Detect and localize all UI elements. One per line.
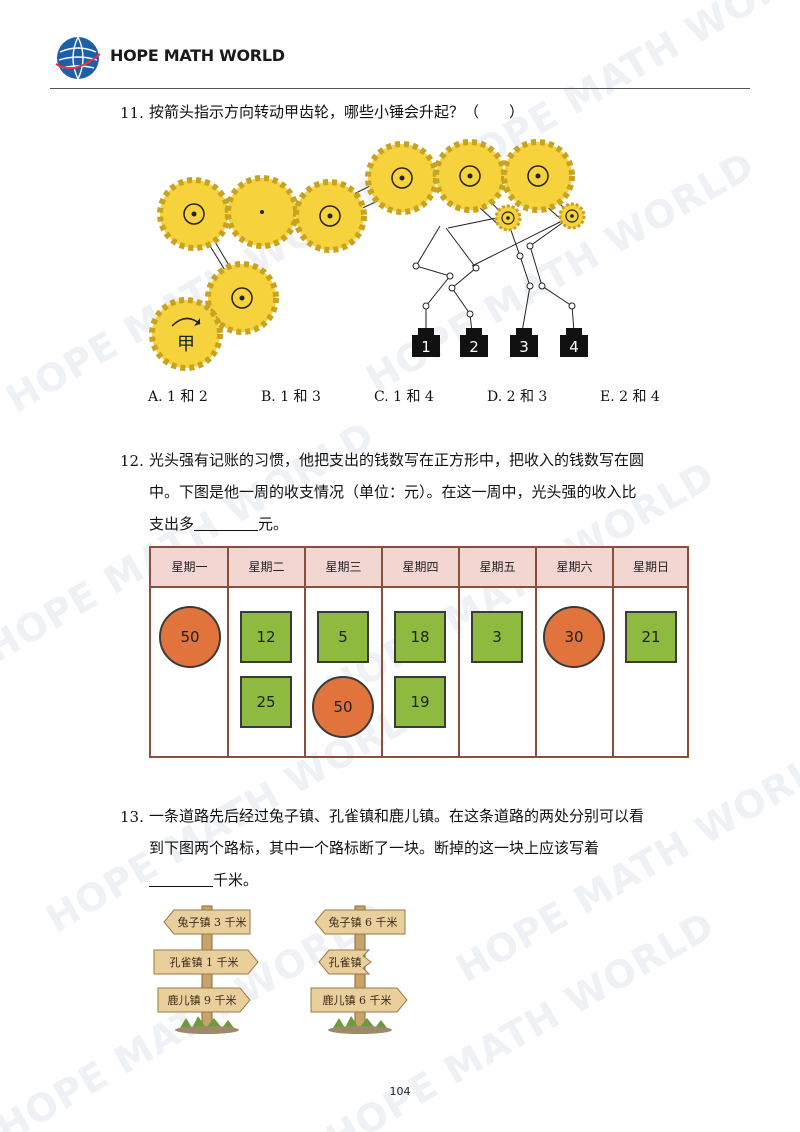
weight-2-label: 2 xyxy=(469,338,479,356)
page-header: HOPE MATH WORLD xyxy=(50,28,750,88)
day-header: 星期五 xyxy=(479,560,516,574)
q12-line3: 支出多 元。 xyxy=(149,508,288,540)
q13-answer-blank[interactable] xyxy=(149,869,213,887)
column-divider xyxy=(612,548,614,756)
income-circle: 50 xyxy=(159,606,221,668)
option-e[interactable]: E. 2 和 4 xyxy=(600,389,660,405)
page-number: 104 xyxy=(389,1085,411,1098)
column-divider xyxy=(381,548,383,756)
q11-text: 按箭头指示方向转动甲齿轮，哪些小锤会升起？（ ） xyxy=(149,103,525,121)
q12-line3-post: 元。 xyxy=(258,515,289,533)
column-divider xyxy=(227,548,229,756)
weekly-ledger-table: 星期一 星期二 星期三 星期四 星期五 星期六 星期日 50 12 25 5 5… xyxy=(149,546,689,758)
income-circle: 50 xyxy=(312,676,374,738)
option-b[interactable]: B. 1 和 3 xyxy=(261,389,321,405)
signpost-2: 兔子镇 6 千米 孔雀镇 鹿儿镇 6 千米 xyxy=(310,905,408,1034)
sign2-deer-town: 鹿儿镇 6 千米 xyxy=(323,993,392,1007)
gear-jia-label: 甲 xyxy=(177,334,195,355)
q12-line1: 光头强有记账的习惯，他把支出的钱数写在正方形中，把收入的钱数写在圆 xyxy=(149,451,645,469)
expense-square: 12 xyxy=(240,611,292,663)
q13-line2: 到下图两个路标，其中一个路标断了一块。断掉的这一块上应该写着 xyxy=(149,839,600,857)
expense-square: 19 xyxy=(394,676,446,728)
day-header: 星期一 xyxy=(171,560,208,574)
day-header: 星期六 xyxy=(556,560,593,574)
option-d[interactable]: D. 2 和 3 xyxy=(487,389,548,405)
header-divider xyxy=(50,88,750,89)
expense-square: 3 xyxy=(471,611,523,663)
q13-number: 13. xyxy=(120,808,144,826)
expense-square: 18 xyxy=(394,611,446,663)
q13-line1: 一条道路先后经过兔子镇、孔雀镇和鹿儿镇。在这条道路的两处分别可以看 xyxy=(149,807,645,825)
globe-logo-icon xyxy=(55,36,101,80)
weight-1-label: 1 xyxy=(421,338,431,356)
weight-3-label: 3 xyxy=(519,338,529,356)
day-header: 星期二 xyxy=(248,560,285,574)
expense-square: 21 xyxy=(625,611,677,663)
sign2-rabbit-town: 兔子镇 6 千米 xyxy=(329,915,398,929)
q12-line2: 中。下图是他一周的收支情况（单位：元）。在这一周中，光头强的收入比 xyxy=(149,483,637,501)
gear-diagram: 甲 1 2 3 4 xyxy=(149,139,588,371)
option-c[interactable]: C. 1 和 4 xyxy=(374,389,434,405)
q13-line3-post: 千米。 xyxy=(213,871,259,889)
sign1-rabbit-town: 兔子镇 3 千米 xyxy=(178,915,247,929)
q13-line3: 千米。 xyxy=(149,864,258,896)
brand-title: HOPE MATH WORLD xyxy=(110,46,285,65)
q11-number: 11. xyxy=(120,104,144,122)
weight-4-label: 4 xyxy=(569,338,579,356)
column-divider xyxy=(304,548,306,756)
q12-number: 12. xyxy=(120,452,144,470)
column-divider xyxy=(458,548,460,756)
column-divider xyxy=(535,548,537,756)
day-header: 星期日 xyxy=(632,560,669,574)
day-header: 星期三 xyxy=(325,560,362,574)
sign2-peacock-town: 孔雀镇 xyxy=(329,955,362,969)
expense-square: 25 xyxy=(240,676,292,728)
expense-square: 5 xyxy=(317,611,369,663)
q11-options: A. 1 和 2 B. 1 和 3 C. 1 和 4 D. 2 和 3 E. 2… xyxy=(148,386,688,408)
income-circle: 30 xyxy=(543,606,605,668)
table-header-row: 星期一 星期二 星期三 星期四 星期五 星期六 星期日 xyxy=(151,548,687,588)
option-a[interactable]: A. 1 和 2 xyxy=(148,389,208,405)
sign1-peacock-town: 孔雀镇 1 千米 xyxy=(170,955,239,969)
sign1-deer-town: 鹿儿镇 9 千米 xyxy=(168,993,237,1007)
q12-answer-blank[interactable] xyxy=(194,513,259,531)
day-header: 星期四 xyxy=(402,560,439,574)
signpost-1: 兔子镇 3 千米 孔雀镇 1 千米 鹿儿镇 9 千米 xyxy=(153,905,259,1034)
q12-line3-pre: 支出多 xyxy=(149,515,195,533)
